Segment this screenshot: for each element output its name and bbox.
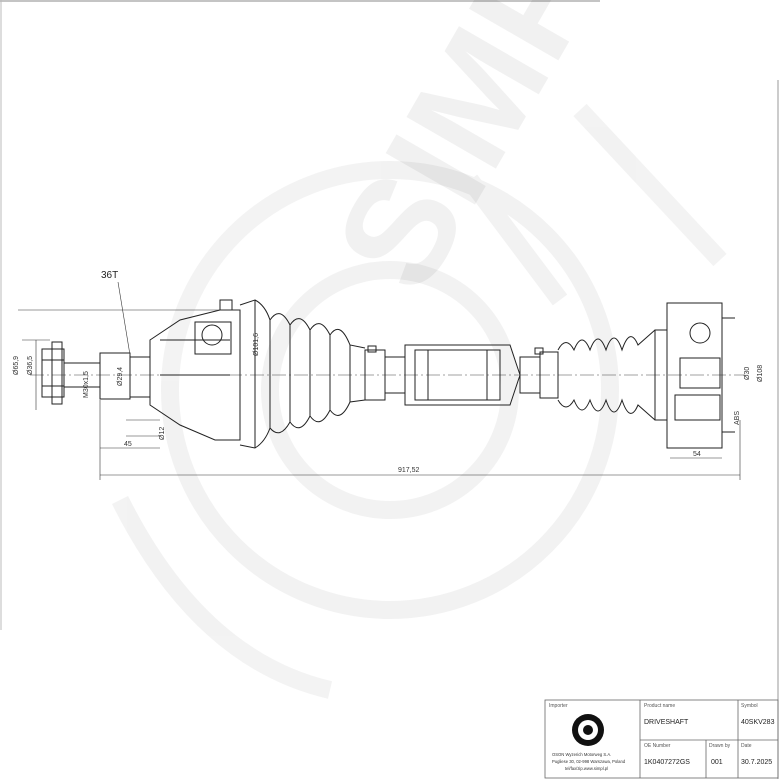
product-name-label: Product name (644, 703, 675, 709)
dim-outer-dia-2: Ø36,5 (27, 356, 34, 375)
spline-label: 36T (101, 270, 118, 281)
dim-total-length: 917,52 (398, 467, 420, 474)
company-logo (572, 714, 604, 746)
title-block: Importer OSON Wyzerich Motorweg S.A. Pug… (544, 699, 779, 779)
producer-line-3: tel/fax/zip.www.simpl.pl (565, 766, 608, 771)
oe-number: 1K0407272GS (644, 759, 690, 766)
inner-boot (557, 329, 656, 421)
dim-abs: ABS (734, 411, 741, 425)
producer-line-2: Pugliese 30, 02-998 Warszawa, Poland (552, 759, 626, 764)
dim-inner-length: 54 (693, 451, 701, 458)
dimension-lines (18, 281, 741, 480)
dim-inner-dia-1: Ø30 (744, 367, 751, 380)
shaft (364, 344, 559, 406)
dim-inner-dia-2: Ø108 (757, 365, 764, 382)
outer-boot (239, 299, 366, 449)
dim-thread: M30x1,5 (83, 371, 90, 398)
drawn-value: 001 (711, 759, 723, 766)
oe-number-label: OE Number (644, 743, 671, 749)
inner-cv-joint (654, 302, 735, 449)
drawn-label: Drawn by (709, 743, 731, 749)
symbol-value: 40SKV283 (741, 719, 775, 726)
outer-stub (41, 341, 151, 405)
date-label: Date (741, 743, 752, 749)
dim-outer-dia-1: Ø65,9 (13, 356, 20, 375)
dim-stub-dia: Ø29,4 (117, 367, 124, 386)
dim-stub-length: 45 (124, 441, 132, 448)
date-value: 30.7.2025 (741, 759, 772, 766)
product-name: DRIVESHAFT (644, 719, 689, 726)
dim-boot-dia: Ø101,6 (253, 333, 260, 356)
symbol-label: Symbol (741, 703, 758, 709)
importer-label: Importer (549, 703, 568, 709)
dim-side: Ø12 (159, 427, 166, 440)
producer-line-1: OSON Wyzerich Motorweg S.A. (552, 752, 611, 757)
